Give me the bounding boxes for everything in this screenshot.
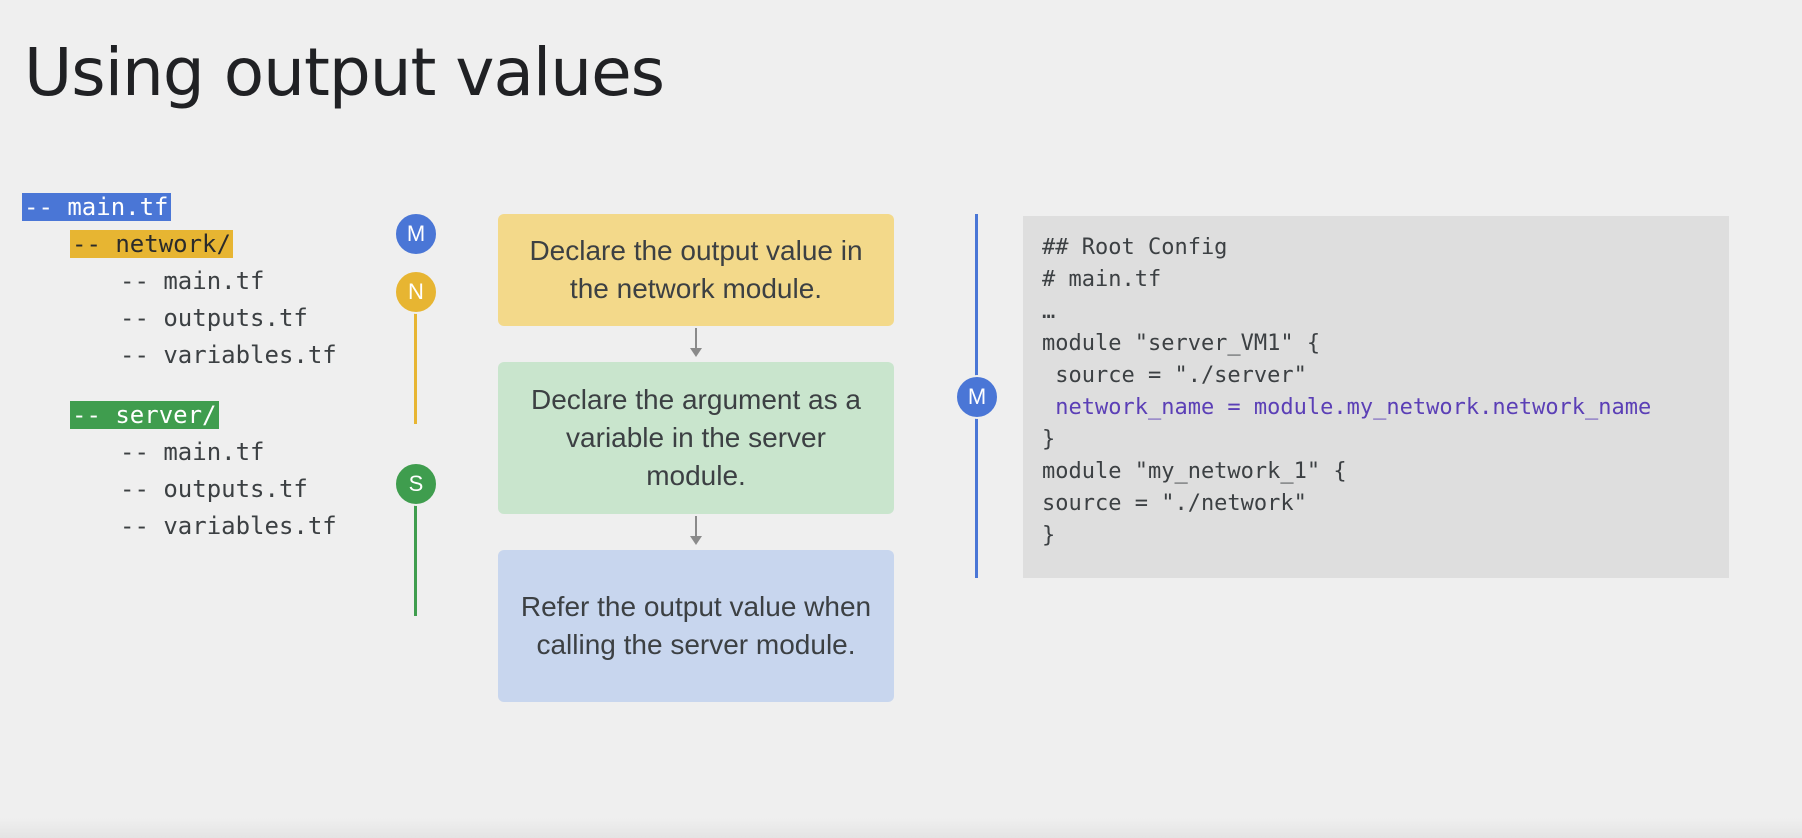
tree-network-dir: -- network/ — [70, 229, 233, 259]
server-badge: S — [394, 462, 438, 506]
tree-network-file: -- variables.tf — [120, 341, 337, 369]
tree-server-dir: -- server/ — [70, 400, 219, 430]
tree-server-file: -- variables.tf — [120, 512, 337, 540]
tree-server-dir-label: -- server/ — [70, 401, 219, 429]
tree-root: -- main.tf — [22, 192, 171, 222]
tree-server-file: -- outputs.tf — [120, 475, 308, 503]
code-line: module "my_network_1" { — [1042, 459, 1347, 484]
code-line: … — [1042, 299, 1056, 324]
code-line: ## Root Config — [1042, 235, 1228, 260]
step-declare-output: Declare the output value in the network … — [498, 214, 894, 326]
tree-network-dir-label: -- network/ — [70, 230, 233, 258]
code-main-badge: M — [955, 375, 999, 419]
arrow-down-icon — [690, 348, 702, 357]
arrow-connector — [695, 328, 697, 348]
code-line-highlight: network_name = module.my_network.network… — [1042, 395, 1652, 420]
code-line: source = "./network" — [1042, 491, 1307, 516]
code-line: # main.tf — [1042, 267, 1162, 292]
server-scope-line — [414, 490, 417, 616]
code-line: source = "./server" — [1042, 363, 1307, 388]
slide-title: Using output values — [24, 34, 665, 111]
code-line: } — [1042, 427, 1056, 452]
code-line: } — [1042, 523, 1056, 548]
bottom-edge — [0, 818, 1802, 838]
step-declare-argument: Declare the argument as a variable in th… — [498, 362, 894, 514]
step-refer-output: Refer the output value when calling the … — [498, 550, 894, 702]
arrow-connector — [695, 516, 697, 536]
tree-root-label: -- main.tf — [22, 193, 171, 221]
tree-network-file: -- outputs.tf — [120, 304, 308, 332]
network-scope-line — [414, 292, 417, 424]
tree-server-file: -- main.tf — [120, 438, 265, 466]
arrow-down-icon — [690, 536, 702, 545]
network-badge: N — [394, 270, 438, 314]
tree-network-file: -- main.tf — [120, 267, 265, 295]
main-badge: M — [394, 212, 438, 256]
code-line: module "server_VM1" { — [1042, 331, 1321, 356]
code-block — [1023, 216, 1729, 578]
